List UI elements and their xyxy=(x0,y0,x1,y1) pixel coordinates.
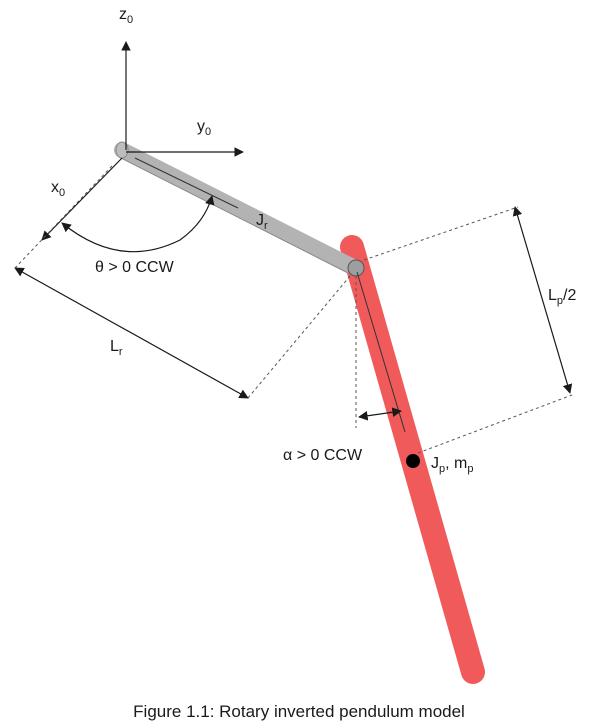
arm-length-label: Lr xyxy=(110,338,123,358)
pendulum-props-label: Jp, mp xyxy=(431,455,473,475)
lp-dimension-line xyxy=(512,206,573,394)
lr-extension-pivot xyxy=(247,275,351,399)
arm-centerline xyxy=(134,157,239,209)
y-axis-label: y0 xyxy=(197,118,211,138)
theta-label: θ > 0 CCW xyxy=(95,259,175,276)
theta-arc xyxy=(61,195,215,253)
half-length-label: Lp/2 xyxy=(548,287,576,307)
rotary-arm-edge xyxy=(118,156,353,276)
z-axis-label: z0 xyxy=(119,6,133,26)
lr-dimension-line xyxy=(14,267,249,399)
lp-extension-top xyxy=(363,206,519,261)
x-axis-label: x0 xyxy=(51,179,65,199)
arm-inertia-label: Jr xyxy=(256,212,268,232)
rotary-arm xyxy=(114,142,363,276)
pivot-joint xyxy=(347,259,365,277)
lr-extension-base xyxy=(14,165,113,269)
center-of-mass-dot xyxy=(406,454,420,468)
alpha-label: α > 0 CCW xyxy=(283,447,363,464)
lp-extension-bottom xyxy=(417,394,573,454)
alpha-arrow xyxy=(358,407,402,421)
pendulum-centerline xyxy=(356,271,406,433)
figure-caption: Figure 1.1: Rotary inverted pendulum mod… xyxy=(133,702,465,721)
